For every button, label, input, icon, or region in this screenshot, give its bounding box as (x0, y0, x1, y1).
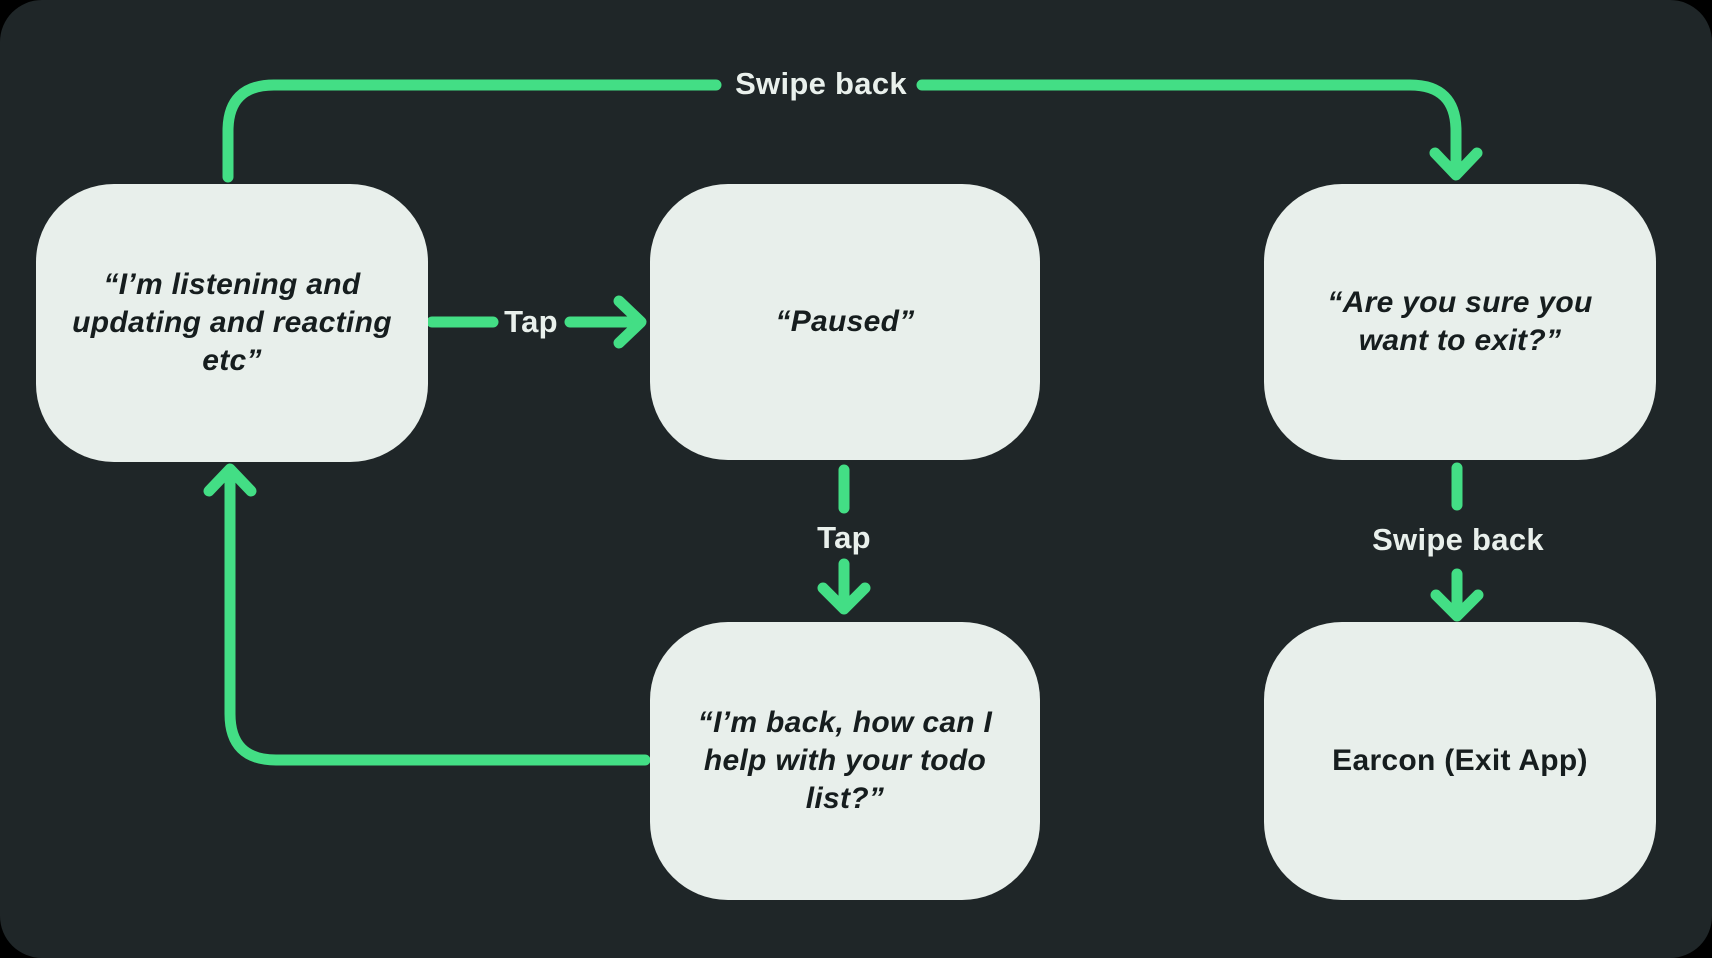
arrowhead-down-icon (1429, 147, 1483, 181)
arrowhead-up-icon (203, 463, 257, 497)
node-listening: “I’m listening and updating and reacting… (36, 184, 428, 462)
node-earcon-exit: Earcon (Exit App) (1264, 622, 1656, 900)
edge-label-tap-horizontal: Tap (504, 304, 558, 339)
node-paused: “Paused” (650, 184, 1040, 460)
edge-swipe-back-top-right-segment (916, 79, 1462, 176)
node-confirm-exit: “Are you sure you want to exit?” (1264, 184, 1656, 460)
node-paused-text: “Paused” (775, 304, 915, 338)
node-earcon-exit-text: Earcon (Exit App) (1332, 743, 1588, 777)
edge-loopback-segment (224, 467, 651, 766)
edge-swipe-back-top-left-segment (222, 79, 722, 183)
edge-label-swipe-back-vertical: Swipe back (1372, 522, 1544, 557)
arrowhead-down-icon (817, 582, 871, 615)
arrowhead-down-icon (1430, 589, 1484, 622)
node-back-todo: “I’m back, how can I help with your todo… (650, 622, 1040, 900)
node-confirm-exit-text: “Are you sure you want to exit?” (1327, 285, 1593, 357)
node-listening-text: “I’m listening and updating and reacting… (72, 267, 392, 378)
edge-label-tap-vertical: Tap (817, 520, 871, 555)
arrowhead-right-icon (613, 295, 647, 349)
edge-label-swipe-back-top: Swipe back (735, 66, 907, 101)
node-back-todo-text: “I’m back, how can I help with your todo… (697, 705, 993, 816)
